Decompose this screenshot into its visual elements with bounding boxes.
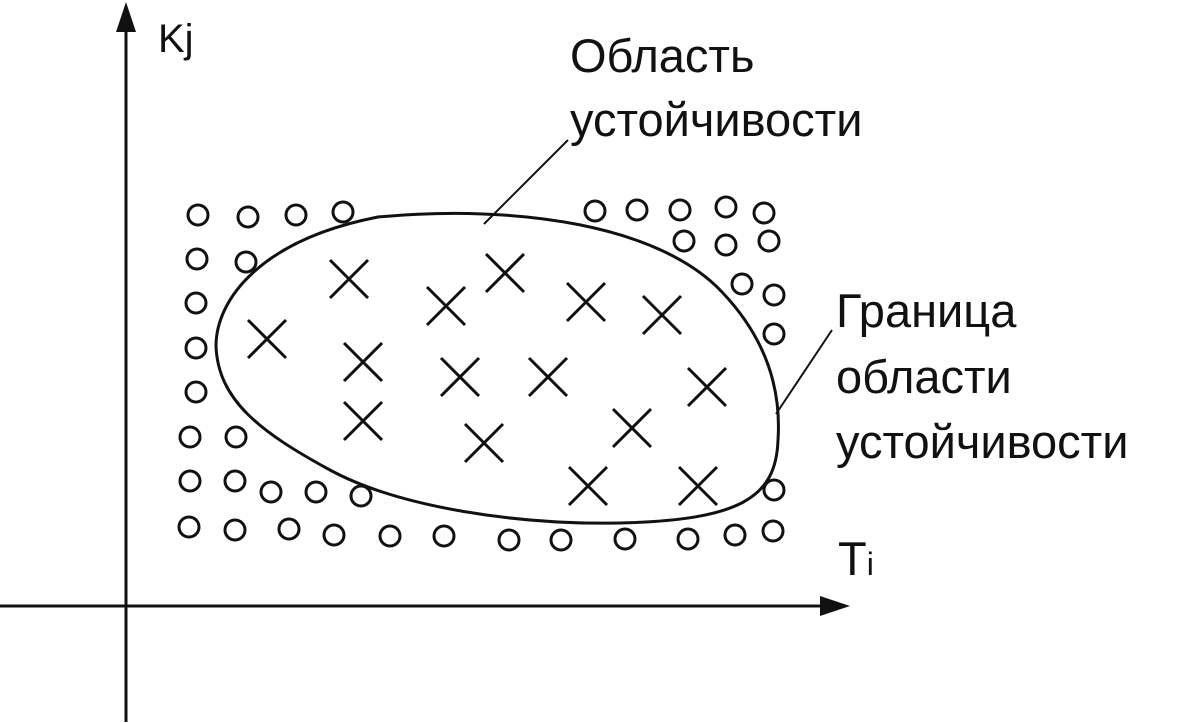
- boundary-label-line1: Граница: [836, 284, 1017, 337]
- stable-point-marker: [567, 465, 609, 507]
- unstable-point-marker: [762, 478, 786, 502]
- unstable-point-marker: [223, 518, 247, 542]
- stable-point-marker: [342, 341, 384, 383]
- unstable-point-marker: [676, 527, 700, 551]
- unstable-point-marker: [762, 322, 786, 346]
- unstable-point-marker: [322, 523, 346, 547]
- unstable-point-marker: [178, 469, 202, 493]
- unstable-point-marker: [184, 336, 208, 360]
- unstable-point-marker: [668, 198, 692, 222]
- stable-point-marker: [328, 258, 370, 300]
- unstable-point-marker: [284, 203, 308, 227]
- unstable-point-marker: [277, 517, 301, 541]
- unstable-point-marker: [613, 527, 637, 551]
- unstable-point-marker: [625, 198, 649, 222]
- unstable-point-marker: [186, 203, 210, 227]
- y-axis-arrow: [116, 2, 136, 32]
- unstable-point-marker: [177, 515, 201, 539]
- y-axis-label: Kj: [158, 17, 194, 61]
- region-label-leader: [483, 139, 569, 225]
- unstable-point-marker: [223, 469, 247, 493]
- unstable-point-marker: [224, 425, 248, 449]
- stable-point-marker: [439, 356, 481, 398]
- stable-point-marker: [246, 318, 288, 360]
- unstable-point-marker: [583, 199, 607, 223]
- unstable-point-marker: [432, 524, 456, 548]
- stable-point-marker: [342, 400, 384, 442]
- unstable-point-marker: [184, 291, 208, 315]
- unstable-point-marker: [178, 425, 202, 449]
- boundary-label-leader: [775, 329, 833, 415]
- unstable-point-marker: [672, 229, 696, 253]
- stable-point-marker: [484, 252, 526, 294]
- stable-point-marker: [641, 294, 683, 336]
- boundary-label-line2: области: [836, 350, 1012, 403]
- unstable-point-marker: [723, 523, 747, 547]
- stability-region-boundary: [214, 211, 780, 525]
- unstable-point-marker: [184, 380, 208, 404]
- unstable-point-marker: [349, 484, 373, 508]
- x-axis-label: Ti: [838, 532, 874, 585]
- unstable-point-marker: [761, 519, 785, 543]
- stable-point-marker: [677, 465, 719, 507]
- x-axis-arrow: [820, 596, 850, 616]
- stable-point-marker: [425, 285, 467, 327]
- unstable-point-marker: [236, 205, 260, 229]
- x-axis-label-main: T: [838, 532, 867, 585]
- unstable-point-marker: [185, 247, 209, 271]
- markers-group: [177, 195, 786, 552]
- region-label-line1: Область: [570, 29, 754, 82]
- stable-point-marker: [527, 356, 569, 398]
- unstable-point-marker: [304, 480, 328, 504]
- unstable-point-marker: [378, 524, 402, 548]
- unstable-point-marker: [234, 250, 258, 274]
- unstable-point-marker: [762, 283, 786, 307]
- stable-point-marker: [463, 422, 505, 464]
- stable-point-marker: [611, 407, 653, 449]
- boundary-label-line3: устойчивости: [836, 415, 1128, 468]
- unstable-point-marker: [757, 229, 781, 253]
- region-label-line2: устойчивости: [570, 93, 862, 146]
- unstable-point-marker: [259, 480, 283, 504]
- stable-point-marker: [686, 366, 728, 408]
- unstable-point-marker: [714, 233, 738, 257]
- x-axis-label-sub: i: [867, 546, 874, 582]
- unstable-point-marker: [752, 201, 776, 225]
- unstable-point-marker: [549, 528, 573, 552]
- stable-point-marker: [565, 281, 607, 323]
- unstable-point-marker: [331, 200, 355, 224]
- unstable-point-marker: [714, 195, 738, 219]
- unstable-point-marker: [497, 528, 521, 552]
- unstable-point-marker: [730, 272, 754, 296]
